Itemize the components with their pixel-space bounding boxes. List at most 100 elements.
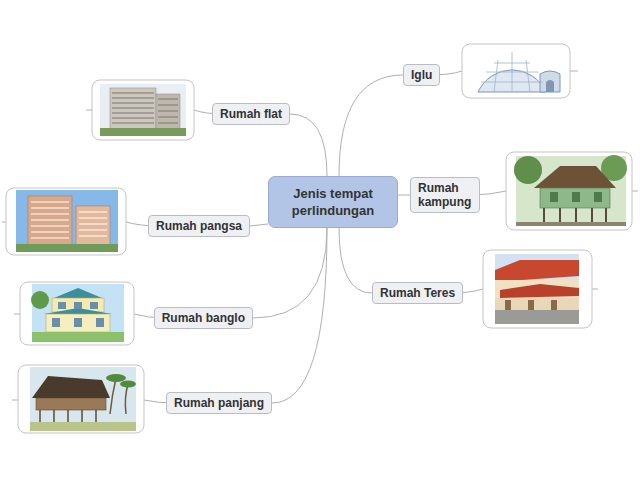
label-text: Rumah Teres	[380, 286, 455, 300]
sky	[100, 84, 186, 136]
house-wall	[495, 298, 579, 310]
leader-stub	[2, 222, 6, 223]
window-rows	[112, 93, 154, 123]
branch-label: Rumah panjang	[166, 392, 272, 414]
leader-stub	[14, 314, 20, 315]
leader-lines	[2, 71, 638, 403]
window	[58, 302, 66, 309]
stilt	[40, 410, 96, 422]
picture-frame	[18, 365, 144, 433]
label-text: Iglu	[411, 68, 432, 82]
leader-stub	[632, 191, 638, 192]
label-text: Rumah panjang	[174, 396, 264, 410]
window-rows	[79, 212, 107, 236]
roof	[32, 376, 110, 398]
stilts	[544, 208, 606, 222]
picture-frame	[6, 188, 126, 255]
central-topic: Jenis tempat perlindungan	[268, 176, 398, 228]
longhouse-picture	[18, 365, 144, 433]
block-line	[526, 60, 530, 92]
ground	[30, 422, 136, 431]
grass	[32, 332, 124, 342]
palm-leaf	[106, 374, 126, 382]
igloo-blocks	[481, 52, 543, 92]
road	[495, 310, 579, 324]
flat-block	[156, 94, 180, 132]
branch-connector	[272, 228, 327, 403]
window	[550, 192, 558, 202]
flat-windows	[112, 93, 178, 123]
branch-label: Iglu	[403, 64, 440, 86]
bungalow-picture	[20, 282, 134, 345]
kampung-house-picture	[506, 152, 632, 230]
leader-stub	[592, 289, 598, 290]
house-wall	[540, 188, 610, 208]
door	[505, 300, 511, 310]
doors	[505, 300, 557, 310]
window	[594, 192, 602, 202]
picture-frame	[92, 80, 194, 140]
igloo-tunnel	[540, 71, 560, 92]
branch-connector	[250, 224, 268, 226]
terrace-house-picture	[483, 250, 592, 328]
house-wall	[495, 280, 579, 298]
leader-stub	[12, 400, 18, 401]
leader-stub	[570, 71, 578, 72]
lower-floor	[46, 314, 110, 332]
topic-text: Jenis tempat perlindungan	[279, 185, 387, 219]
picture-frame	[462, 44, 570, 98]
window	[74, 318, 82, 327]
door	[551, 300, 557, 310]
palm-trunk	[125, 384, 128, 414]
picture-frame	[506, 152, 632, 230]
tower-windows	[31, 202, 107, 238]
palm-leaves	[106, 374, 136, 388]
longhouse-wall	[36, 398, 106, 410]
window-rows	[158, 99, 178, 123]
roof	[54, 288, 102, 298]
palm-leaf	[120, 381, 136, 388]
picture-frame	[483, 250, 592, 328]
sky	[495, 254, 579, 324]
label-text: Rumah banglo	[162, 311, 245, 325]
branch-label: Rumah banglo	[154, 307, 253, 329]
branch-connector	[253, 228, 327, 318]
tree	[514, 156, 542, 184]
pangsa-picture	[6, 188, 126, 255]
tree	[31, 291, 49, 309]
window	[74, 302, 82, 309]
stilts	[40, 410, 96, 422]
picture-frame	[20, 282, 134, 345]
door	[528, 300, 534, 310]
block-line	[512, 52, 513, 92]
porch-roof	[500, 284, 579, 298]
sky	[32, 284, 124, 342]
label-text: Rumah flat	[220, 107, 282, 121]
palm-trunk	[110, 378, 116, 414]
roof	[534, 166, 616, 188]
stilt	[544, 208, 606, 222]
block-line	[494, 60, 498, 92]
flat-picture	[92, 80, 194, 140]
label-text: Rumah kampung	[418, 181, 472, 209]
grass	[16, 244, 118, 252]
ground	[516, 222, 626, 226]
branch-connector	[339, 228, 372, 293]
branch-connector	[290, 114, 327, 176]
trees	[100, 128, 186, 136]
branch-connector	[339, 75, 403, 176]
igloo-door	[546, 80, 554, 92]
window	[52, 318, 60, 327]
branch-label: Rumah Teres	[372, 282, 463, 304]
window	[90, 302, 98, 309]
tower	[76, 206, 110, 246]
igloo-picture	[462, 44, 570, 98]
branch-label: Rumah kampung	[410, 177, 480, 213]
window	[96, 318, 104, 327]
window-rows	[31, 202, 69, 238]
window	[572, 192, 580, 202]
windows	[52, 302, 104, 327]
